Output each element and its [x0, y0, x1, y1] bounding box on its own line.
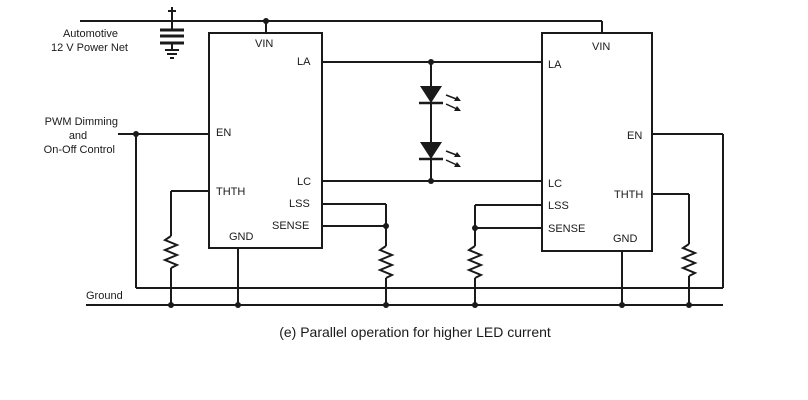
led-1-icon — [419, 86, 461, 111]
left-pin-en: EN — [216, 127, 231, 139]
left-pin-gnd: GND — [229, 231, 254, 243]
junction-dot — [168, 302, 174, 308]
pwm-label-line3: On-Off Control — [44, 144, 115, 156]
junction-dot — [619, 302, 625, 308]
right-pin-lc: LC — [548, 178, 562, 190]
junction-dot — [383, 223, 389, 229]
right-thth-resistor-icon — [680, 243, 698, 277]
left-sense-resistor-icon — [377, 245, 395, 279]
ground-label: Ground — [86, 290, 123, 302]
power-label-line2: 12 V Power Net — [51, 42, 128, 54]
pwm-label-line1: PWM Dimming — [45, 116, 118, 128]
right-pin-gnd: GND — [613, 233, 638, 245]
left-pin-la: LA — [297, 56, 311, 68]
left-pin-lss: LSS — [289, 198, 310, 210]
diagram-caption: (e) Parallel operation for higher LED cu… — [279, 324, 551, 340]
right-ic-box — [541, 32, 653, 252]
junction-dot — [686, 302, 692, 308]
led-2-icon — [419, 142, 461, 167]
right-pin-lss: LSS — [548, 200, 569, 212]
junction-dot — [263, 18, 269, 24]
right-pin-la: LA — [548, 59, 562, 71]
right-pin-sense: SENSE — [548, 223, 585, 235]
junction-dot — [472, 225, 478, 231]
left-ic-box — [208, 32, 323, 249]
power-label-line1: Automotive — [63, 28, 118, 40]
right-pin-vin: VIN — [592, 41, 610, 53]
left-pin-lc: LC — [297, 176, 311, 188]
pwm-label-line2: and — [69, 130, 87, 142]
junction-dot — [472, 302, 478, 308]
right-pin-en: EN — [627, 130, 642, 142]
left-thth-resistor-icon — [162, 235, 180, 269]
left-pin-thth: THTH — [216, 186, 245, 198]
right-sense-resistor-icon — [466, 245, 484, 279]
power-supply-symbol — [160, 7, 184, 59]
junction-dot — [235, 302, 241, 308]
left-pin-sense: SENSE — [272, 220, 309, 232]
left-pin-vin: VIN — [255, 38, 273, 50]
junction-dot — [383, 302, 389, 308]
right-pin-thth: THTH — [614, 189, 643, 201]
